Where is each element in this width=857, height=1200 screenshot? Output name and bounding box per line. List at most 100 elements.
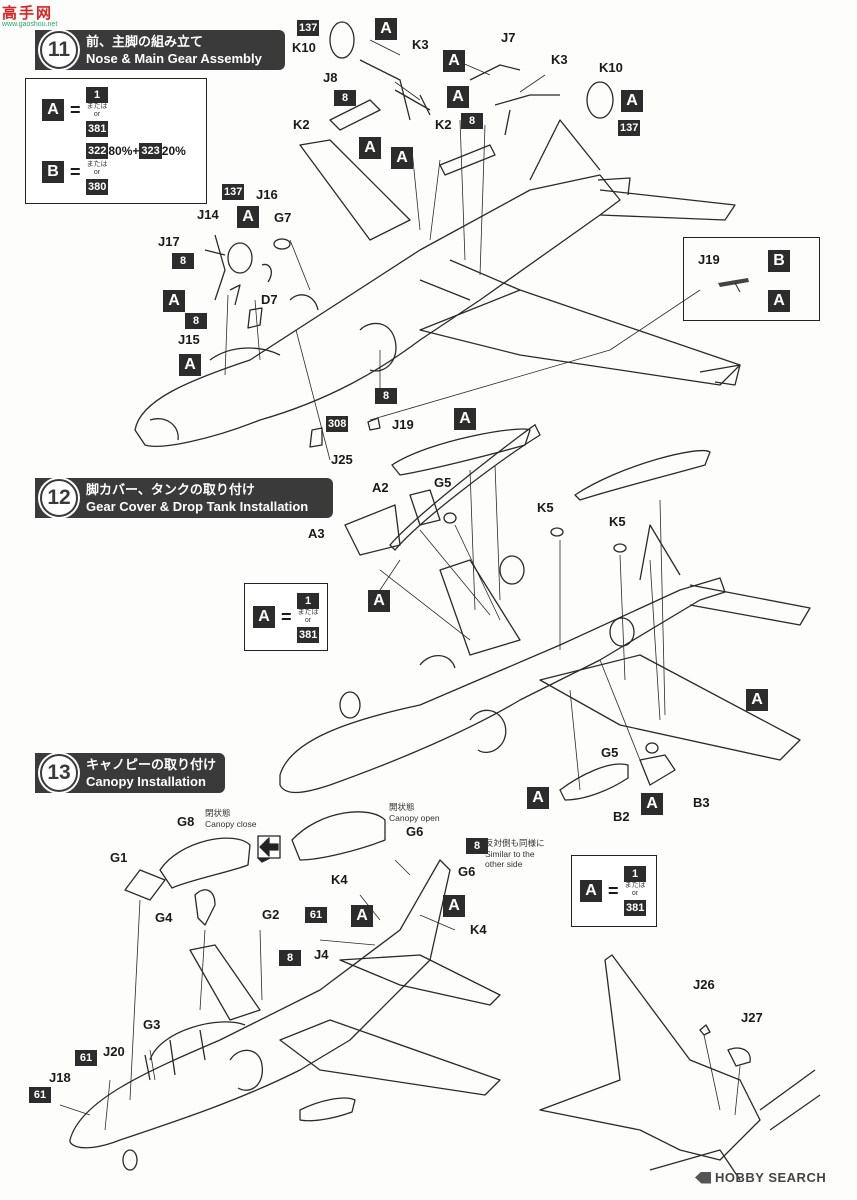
paint-a-8: A — [163, 290, 185, 312]
part-k3-a: K3 — [412, 37, 429, 52]
p12-part-b2: B2 — [613, 809, 630, 824]
legend-b-eq: = — [70, 161, 81, 182]
p12-paint-a-6: A — [527, 787, 549, 809]
paint-137-c: 137 — [222, 184, 245, 200]
tail-detail-13 — [539, 954, 821, 1181]
step-12-title-jp: 脚カバー、タンクの取り付け — [86, 482, 255, 497]
paint-a-4: A — [621, 90, 643, 112]
paint-8-b: 8 — [461, 113, 483, 129]
p13-part-g1: G1 — [110, 850, 128, 865]
color-legend-11: A = 1 または or 381 B = 322 80% + 323 20% ま… — [25, 78, 207, 204]
p12-part-g5-a: G5 — [434, 475, 452, 490]
part-j19: J19 — [392, 417, 414, 432]
legend-b-plus: + — [132, 144, 140, 158]
leader-lines-12 — [379, 464, 666, 791]
similar-other-side-en1: Similar to the — [485, 849, 535, 859]
legend-12-paint-1: 1 — [297, 593, 319, 609]
paint-a-1: A — [375, 18, 397, 40]
legend-13-or-jp: または — [624, 882, 646, 889]
p13-part-g4: G4 — [155, 910, 173, 925]
step-12-title-en: Gear Cover & Drop Tank Installation — [86, 499, 309, 514]
similar-other-side-jp: 反対側も同様に — [485, 838, 545, 848]
part-j7: J7 — [501, 30, 516, 45]
step-13-title-en: Canopy Installation — [86, 774, 206, 789]
step-11-number: 11 — [40, 31, 78, 69]
p13-part-j18: J18 — [49, 1070, 71, 1085]
p13-paint-61-a: 61 — [305, 907, 327, 923]
legend-b-key: B — [42, 161, 64, 183]
step-13-banner: 13 キャノピーの取り付け Canopy Installation — [35, 753, 225, 793]
part-d7: D7 — [261, 292, 278, 307]
p12-part-a2: A2 — [372, 480, 389, 495]
canopy-close-en: Canopy close — [205, 819, 257, 829]
legend-b-or-jp: または — [86, 161, 108, 168]
p12-part-a3: A3 — [308, 526, 325, 541]
hobby-search-logo-icon — [695, 1171, 711, 1184]
color-legend-12: A = 1 または or 381 — [244, 583, 328, 651]
part-j16: J16 — [256, 187, 278, 202]
step-11-title-jp: 前、主脚の組み立て — [86, 34, 204, 49]
part-k2-b: K2 — [435, 117, 452, 132]
paint-137-b: 137 — [618, 120, 641, 136]
site-logo: 高手网 www.gaoshou.net — [2, 2, 57, 28]
aircraft-step11 — [134, 119, 741, 447]
paint-8-e: 8 — [375, 388, 397, 404]
p13-part-j20: J20 — [103, 1044, 125, 1059]
p13-paint-61-b: 61 — [75, 1050, 97, 1066]
legend-12-paint-2: 381 — [297, 627, 320, 643]
p13-part-g2: G2 — [262, 907, 280, 922]
j19-inset-box: J19 B A — [683, 237, 820, 321]
p13-paint-a-2: A — [443, 895, 465, 917]
p13-part-k4-b: K4 — [470, 922, 487, 937]
paint-8-a: 8 — [334, 90, 356, 106]
paint-308: 308 — [326, 416, 349, 432]
paint-a-9: A — [179, 354, 201, 376]
p12-part-b3: B3 — [693, 795, 710, 810]
p13-part-j4: J4 — [314, 947, 329, 962]
part-j17: J17 — [158, 234, 180, 249]
paint-8-c: 8 — [172, 253, 194, 269]
p13-part-g3: G3 — [143, 1017, 161, 1032]
p13-part-g6-b: G6 — [458, 864, 476, 879]
legend-b-mix-2-pct: 20% — [161, 144, 186, 158]
legend-a-paint-1: 1 — [86, 87, 108, 103]
part-j15: J15 — [178, 332, 200, 347]
part-k2-a: K2 — [293, 117, 310, 132]
legend-12-eq: = — [281, 606, 292, 627]
legend-13-paint-2: 381 — [624, 900, 647, 916]
site-logo-title: 高手网 — [2, 5, 54, 22]
legend-12-or-jp: または — [297, 609, 319, 616]
leader-lines-11 — [224, 39, 701, 461]
p13-paint-8-b: 8 — [279, 950, 301, 966]
legend-12-a-key: A — [253, 606, 275, 628]
j19-inset-a: A — [768, 290, 790, 312]
j19-part-shape — [718, 278, 749, 293]
p13-paint-a-1: A — [351, 905, 373, 927]
j19-inset-label: J19 — [698, 252, 720, 267]
p13-part-j26: J26 — [693, 977, 715, 992]
step-11-banner: 11 前、主脚の組み立て Nose & Main Gear Assembly — [35, 30, 285, 70]
legend-13-eq: = — [608, 880, 619, 901]
legend-b-paint-alt: 380 — [86, 179, 109, 195]
paint-8-d: 8 — [185, 313, 207, 329]
canopy-open-jp: 開状態 — [389, 802, 415, 812]
legend-13-paint-1: 1 — [624, 866, 646, 882]
p12-paint-a-5: A — [746, 689, 768, 711]
part-g7: G7 — [274, 210, 292, 225]
step-12-number: 12 — [40, 479, 78, 517]
gear-parts-step11 — [204, 21, 614, 448]
p12-part-k5-a: K5 — [537, 500, 554, 515]
aircraft-step12 — [279, 424, 811, 801]
paint-a-7: A — [237, 206, 259, 228]
legend-a-or-jp: または — [86, 103, 108, 110]
paint-a-2: A — [443, 50, 465, 72]
paint-a-6: A — [391, 147, 413, 169]
paint-137-a: 137 — [297, 20, 320, 36]
paint-a-5: A — [359, 137, 381, 159]
legend-a-key: A — [42, 99, 64, 121]
p12-paint-a-7: A — [641, 793, 663, 815]
p13-paint-61-c: 61 — [29, 1087, 51, 1103]
legend-a-or-en: or — [93, 111, 101, 118]
legend-b-mix-2: 323 — [139, 143, 162, 159]
